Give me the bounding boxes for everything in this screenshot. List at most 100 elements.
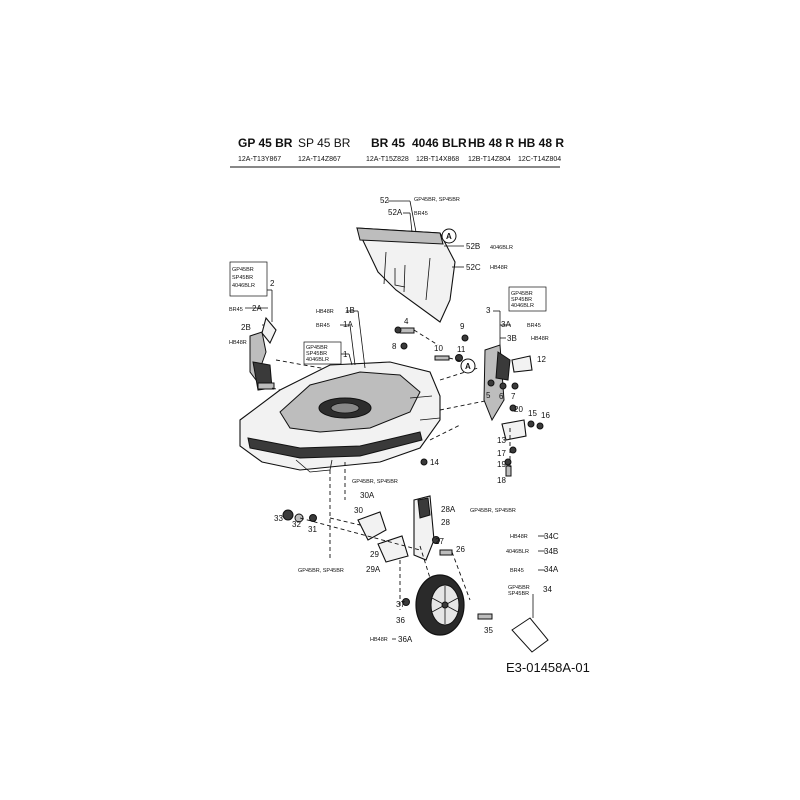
nut-8	[400, 342, 408, 350]
hinge-clip-3a	[495, 351, 511, 381]
model-code-hb48r-c: 12C-T14Z804	[518, 156, 561, 163]
callout-2: 2	[270, 279, 275, 288]
callout-13: 13	[497, 436, 506, 445]
nut-20	[509, 404, 517, 412]
marker-a-top-label: A	[446, 232, 452, 241]
note-1a: BR45	[316, 323, 330, 329]
callout-12: 12	[537, 355, 546, 364]
callout-26: 26	[456, 545, 465, 554]
callout-20: 20	[514, 405, 523, 414]
bolt-10	[434, 355, 450, 361]
bracket-30	[357, 511, 387, 541]
bolt-4	[399, 327, 415, 334]
callout-33: 33	[274, 514, 283, 523]
note-2-line3: 4046BLR	[232, 283, 255, 289]
note-30a: GP45BR, SP45BR	[352, 479, 398, 485]
reference-marker-a-side	[460, 358, 476, 374]
nut-27	[432, 536, 440, 544]
grass-bag-group	[356, 200, 464, 323]
right-hinge-group	[483, 286, 547, 477]
callout-28a: 28A	[441, 505, 456, 514]
callout-11: 11	[457, 345, 466, 354]
model-name-gp45br: GP 45 BR	[238, 136, 293, 150]
washer-19	[504, 458, 512, 466]
washer-6	[499, 382, 507, 390]
callout-52c: 52C	[466, 263, 481, 272]
note-34c: HB48R	[510, 534, 528, 540]
model-name-sp45br: SP 45 BR	[298, 136, 351, 150]
bag-handle-bar	[356, 227, 444, 245]
callout-18: 18	[497, 476, 506, 485]
washer-15	[527, 420, 535, 428]
callout-34a: 34A	[544, 565, 559, 574]
bracket-29	[377, 535, 409, 563]
bushing-37	[402, 598, 410, 606]
callout-1a: 1A	[343, 320, 353, 329]
callout-8: 8	[392, 342, 397, 351]
note-3-line1: GP45BR	[511, 291, 533, 297]
note-2b: HB48R	[229, 340, 247, 346]
callout-28: 28	[441, 518, 450, 527]
model-name-hb48r-c: HB 48 R	[518, 136, 564, 150]
callout-52b: 52B	[466, 242, 480, 251]
hinge-block-12	[511, 355, 533, 373]
callout-36: 36	[396, 616, 405, 625]
note-1-line2: SP45BR	[306, 351, 327, 357]
callout-14: 14	[430, 458, 439, 467]
model-code-sp45br: 12A-T14Z867	[298, 156, 341, 163]
note-52c: HB48R	[490, 265, 508, 271]
note-3b: HB48R	[531, 336, 549, 342]
note-1b: HB48R	[316, 309, 334, 315]
callout-31: 31	[308, 525, 317, 534]
note-28a: GP45BR, SP45BR	[470, 508, 516, 514]
washer-32	[294, 513, 304, 523]
callout-29: 29	[370, 550, 379, 559]
callout-3b: 3B	[507, 334, 517, 343]
callout-27: 27	[435, 537, 444, 546]
callout-52: 52	[380, 196, 389, 205]
note-34-line2: SP45BR	[508, 591, 529, 597]
callout-17: 17	[497, 449, 506, 458]
wheel-group	[392, 535, 549, 653]
deck-hardware	[394, 326, 475, 365]
note-3-line2: SP45BR	[511, 297, 532, 303]
reference-marker-a-top	[441, 228, 457, 244]
axle-clip-28a	[417, 497, 431, 519]
note-1-line3: 4046BLR	[306, 357, 329, 363]
callout-6: 6	[499, 392, 504, 401]
nut-31	[309, 514, 317, 522]
note-3a: BR45	[527, 323, 541, 329]
deck-skirt	[247, 431, 423, 459]
washer-7	[511, 382, 519, 390]
callout-9: 9	[460, 322, 465, 331]
callout-30: 30	[354, 506, 363, 515]
bracket-13	[501, 419, 527, 441]
model-code-hb48r-b: 12B-T14Z804	[468, 156, 511, 163]
callout-3a: 3A	[501, 320, 511, 329]
wheel-bolt-35	[477, 613, 493, 620]
note-2-line2: SP45BR	[232, 275, 253, 281]
model-code-4046blr: 12B-T14X868	[416, 156, 459, 163]
screw-14	[420, 458, 428, 466]
bolt-18	[505, 465, 512, 477]
note-36a: HB48R	[370, 637, 388, 643]
callout-7: 7	[511, 392, 516, 401]
callout-32: 32	[292, 520, 301, 529]
callout-19: 19	[497, 460, 506, 469]
note-52b: 4046BLR	[490, 245, 513, 251]
callout-5: 5	[486, 391, 491, 400]
model-name-4046blr: 4046 BLR	[412, 136, 467, 150]
model-code-br45: 12A-T15Z828	[366, 156, 409, 163]
callout-30a: 30A	[360, 491, 375, 500]
callout-4: 4	[404, 317, 409, 326]
callout-3: 3	[486, 306, 491, 315]
bolt-26	[439, 549, 453, 556]
callout-1b: 1B	[345, 306, 355, 315]
note-29a: GP45BR, SP45BR	[298, 568, 344, 574]
note-2a: BR45	[229, 307, 243, 313]
washer-5	[487, 379, 495, 387]
note-34b: 4046BLR	[506, 549, 529, 555]
screw-9	[461, 334, 469, 342]
spring-17	[509, 446, 517, 454]
